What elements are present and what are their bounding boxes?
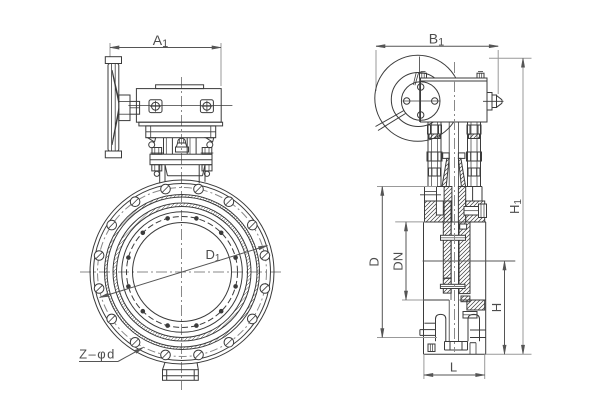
svg-text:H: H bbox=[489, 303, 504, 312]
svg-text:DN: DN bbox=[391, 252, 406, 271]
svg-text:Z–φd: Z–φd bbox=[79, 347, 116, 362]
svg-text:L: L bbox=[450, 360, 457, 375]
svg-text:D: D bbox=[367, 257, 382, 266]
